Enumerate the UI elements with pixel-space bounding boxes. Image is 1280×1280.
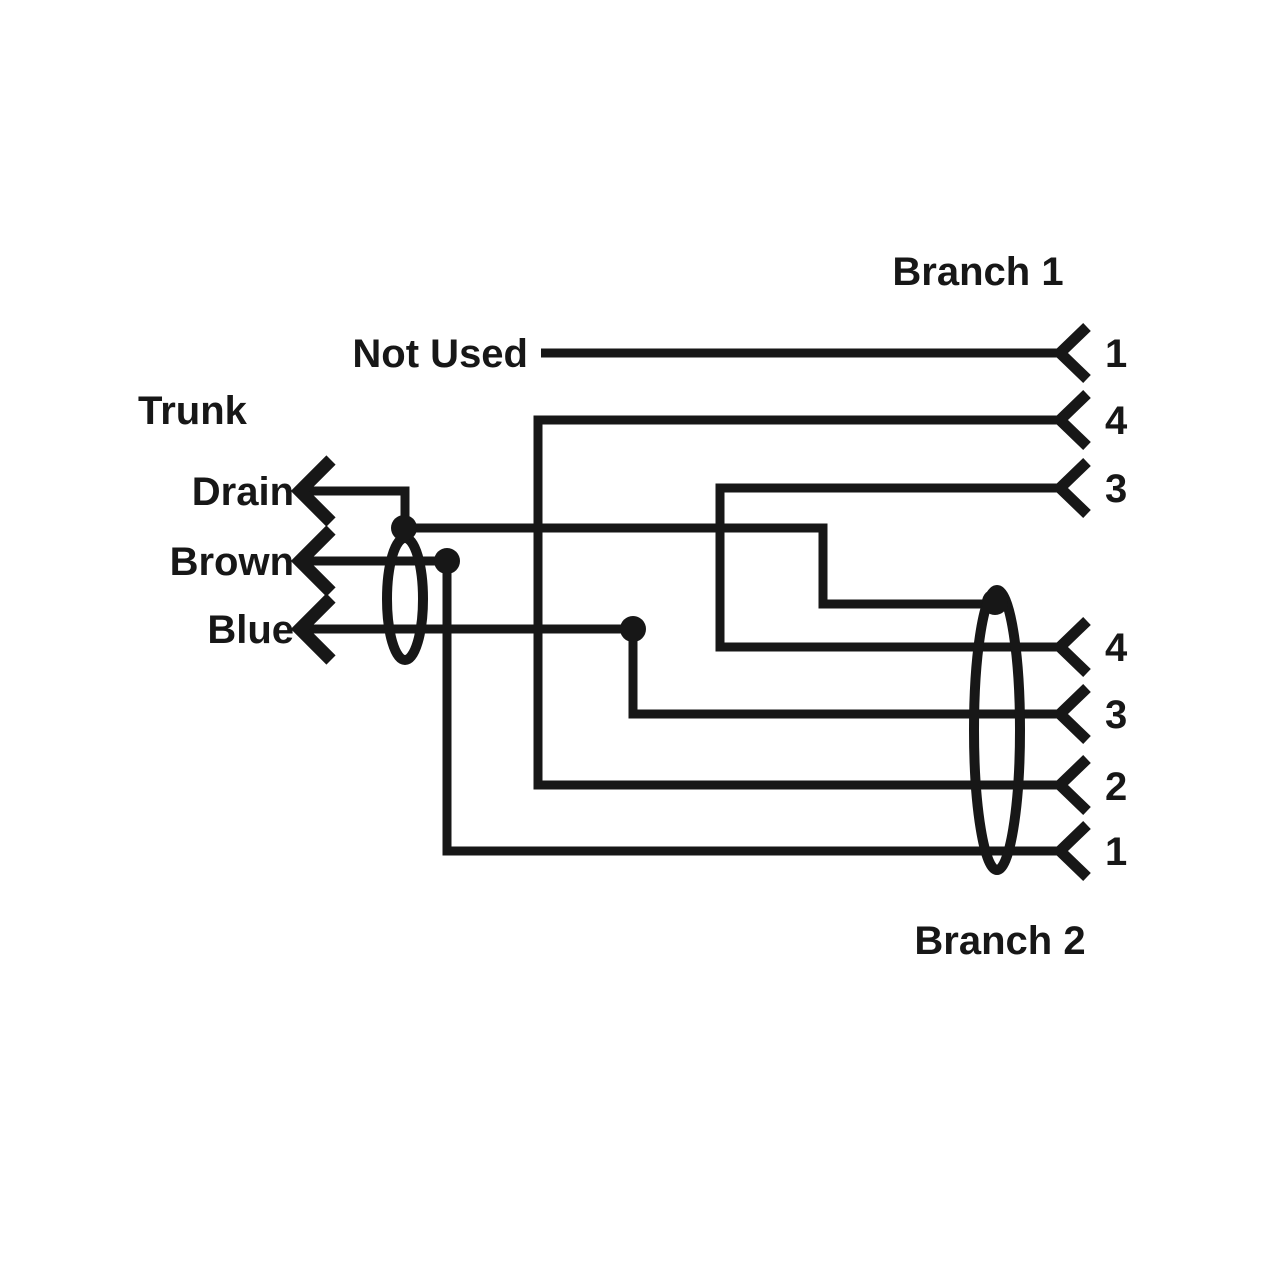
wire-branch1-pin4-to-branch2-pin2 (533, 415, 1060, 790)
junction-dot-drain-trunk-shield (391, 515, 417, 541)
branch2-title: Branch 2 (914, 919, 1085, 963)
trunk-wire-label-brown: Brown (170, 540, 294, 584)
branch-pin-arrowheads (1052, 323, 1091, 881)
junction-dots (391, 515, 1008, 642)
wire-trunk-brown-to-branch2-pin1 (300, 556, 1060, 856)
brown-arrow-icon (290, 525, 336, 597)
branch2-pin-number: 4 (1105, 626, 1128, 670)
branch2-pin2-arrow-icon (1052, 755, 1091, 815)
branch1-pin1-arrow-icon (1052, 323, 1091, 383)
junction-dot-brown (434, 548, 460, 574)
wire-trunk-drain-to-branch2-shield (300, 486, 993, 609)
wire-branch1-pin3-to-branch2-pin4 (715, 483, 1060, 652)
wires (300, 348, 1060, 856)
branch1-title: Branch 1 (892, 250, 1063, 294)
junction-dot-blue (620, 616, 646, 642)
branch2-pin4-arrow-icon (1052, 617, 1091, 677)
drain-arrow-icon (290, 455, 336, 527)
branch2-pin3-arrow-icon (1052, 684, 1091, 744)
branch2-pin-number: 2 (1105, 765, 1127, 809)
branch2-pin-number: 1 (1105, 830, 1127, 874)
junction-dot-branch2-shield (982, 589, 1008, 615)
branch1-pin-number: 3 (1105, 467, 1127, 511)
branch1-pin-number: 4 (1105, 399, 1128, 443)
trunk-wire-label-blue: Blue (207, 608, 294, 652)
branch1-pin-number: 1 (1105, 332, 1127, 376)
blue-arrow-icon (290, 593, 336, 665)
branch1-pin3-arrow-icon (1052, 458, 1091, 518)
trunk-wire-label-drain: Drain (192, 470, 294, 514)
branch2-pin1-arrow-icon (1052, 821, 1091, 881)
trunk-arrowheads (290, 455, 336, 665)
trunk-title: Trunk (138, 389, 248, 433)
branch2-pin-number: 3 (1105, 693, 1127, 737)
branch1-pin4-arrow-icon (1052, 390, 1091, 450)
branch2-shield-ellipse (969, 585, 1025, 875)
not-used-label: Not Used (352, 332, 528, 376)
wire-trunk-blue-to-branch2-pin3 (300, 624, 1060, 719)
shield-ellipses (382, 533, 1025, 875)
trunk-shield-ellipse (382, 533, 428, 665)
labels: Branch 1 Branch 2 Trunk Not Used Drain B… (138, 250, 1128, 963)
